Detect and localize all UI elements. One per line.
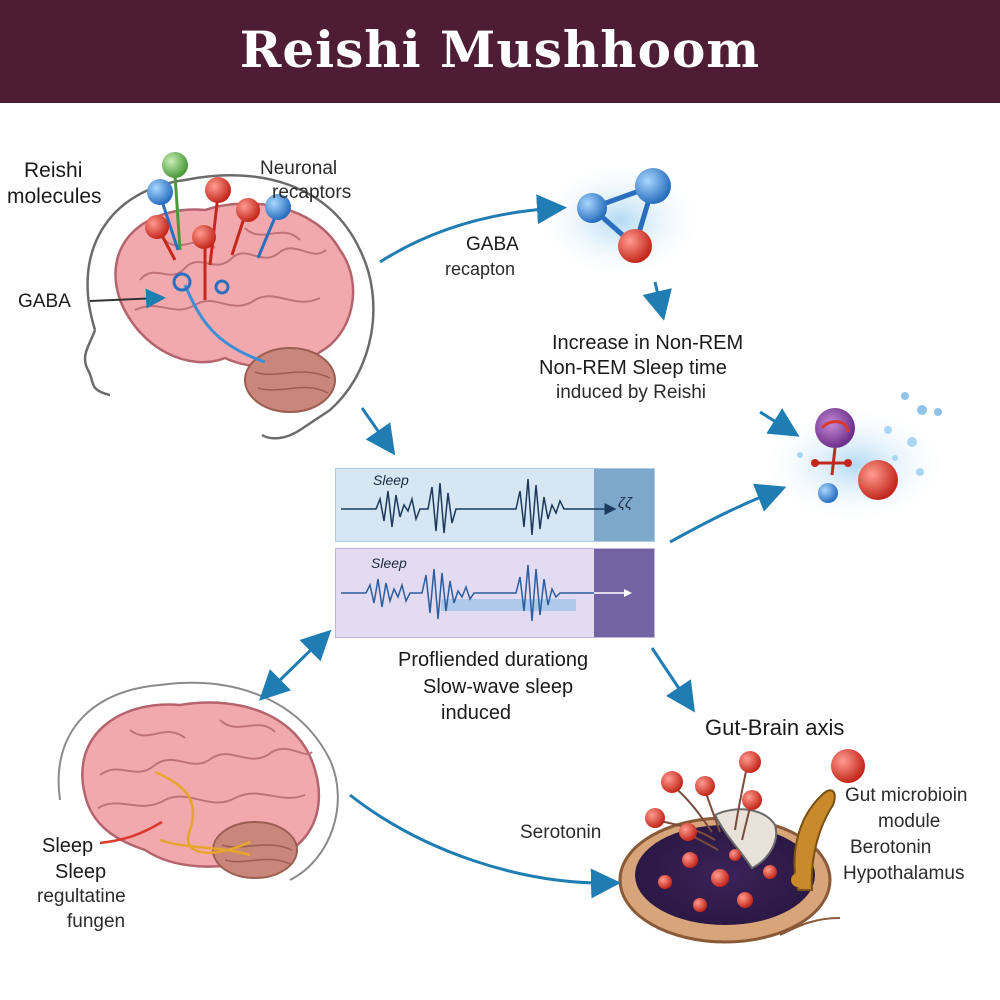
- gut-label-line1: Gut microbioin: [845, 785, 968, 806]
- flow-arrows: [259, 194, 800, 899]
- head-outline-top: [83, 174, 375, 440]
- nonrem-label-line2: Non-REM Sleep time: [539, 357, 727, 379]
- nonrem-label-line3: induced by Reishi: [556, 382, 706, 403]
- sleep-label-line4: fungen: [67, 911, 126, 932]
- gaba-recaptor-label-line2: recapton: [445, 259, 516, 279]
- molecule-cluster-right: [760, 392, 950, 525]
- eeg-label-top: Sleep: [373, 472, 409, 488]
- gaba-label: GABA: [18, 291, 71, 312]
- neuronal-receptors-label-line1: Neuronal: [260, 158, 338, 179]
- eeg-waveform-bottom: [341, 564, 594, 622]
- reishi-molecules-top: [145, 152, 291, 300]
- eeg-waveform-top: [341, 478, 604, 536]
- reishi-molecules-label-line1: Reishi: [24, 159, 83, 182]
- gut-molecules: [645, 749, 865, 912]
- brain-bottom: [81, 701, 321, 879]
- head-outline-bottom: [57, 681, 339, 881]
- title-banner: Reishi Mushhoom: [0, 0, 1000, 103]
- eeg-panel-top: Sleep ζζ: [335, 468, 655, 542]
- slow-wave-label-line2: Slow-wave sleep: [423, 676, 574, 698]
- gaba-pointer: [89, 288, 166, 309]
- gut-label-line2: module: [878, 811, 941, 832]
- page-title: Reishi Mushhoom: [239, 20, 761, 79]
- nonrem-label-line1: Increase in Non-REM: [552, 332, 744, 354]
- gut-label-line3: Berotonin: [850, 837, 932, 858]
- sleep-label-line2: Sleep: [55, 861, 107, 883]
- gut-label-line4: Hypothalamus: [843, 863, 965, 884]
- gaba-recaptor-label-line1: GABA: [466, 234, 519, 255]
- slow-wave-label-line1: Profliended durationg: [398, 649, 589, 671]
- serotonin-label: Serotonin: [520, 822, 602, 843]
- neuronal-receptors-label-line2: recaptors: [272, 182, 352, 203]
- eeg-panel-bottom: Sleep: [335, 548, 655, 638]
- gaba-molecule-top: [535, 160, 705, 280]
- slow-wave-label-line3: induced: [441, 702, 512, 724]
- reishi-molecules-label-line2: molecules: [7, 185, 102, 208]
- sleep-label-line3: regultatine: [37, 886, 126, 907]
- sleep-z-symbol: ζζ: [618, 495, 632, 512]
- gut-bowl: [618, 789, 841, 944]
- gut-brain-axis-heading: Gut-Brain axis: [705, 715, 845, 740]
- eeg-label-bottom: Sleep: [371, 555, 407, 571]
- sleep-label-line1: Sleep: [42, 835, 94, 857]
